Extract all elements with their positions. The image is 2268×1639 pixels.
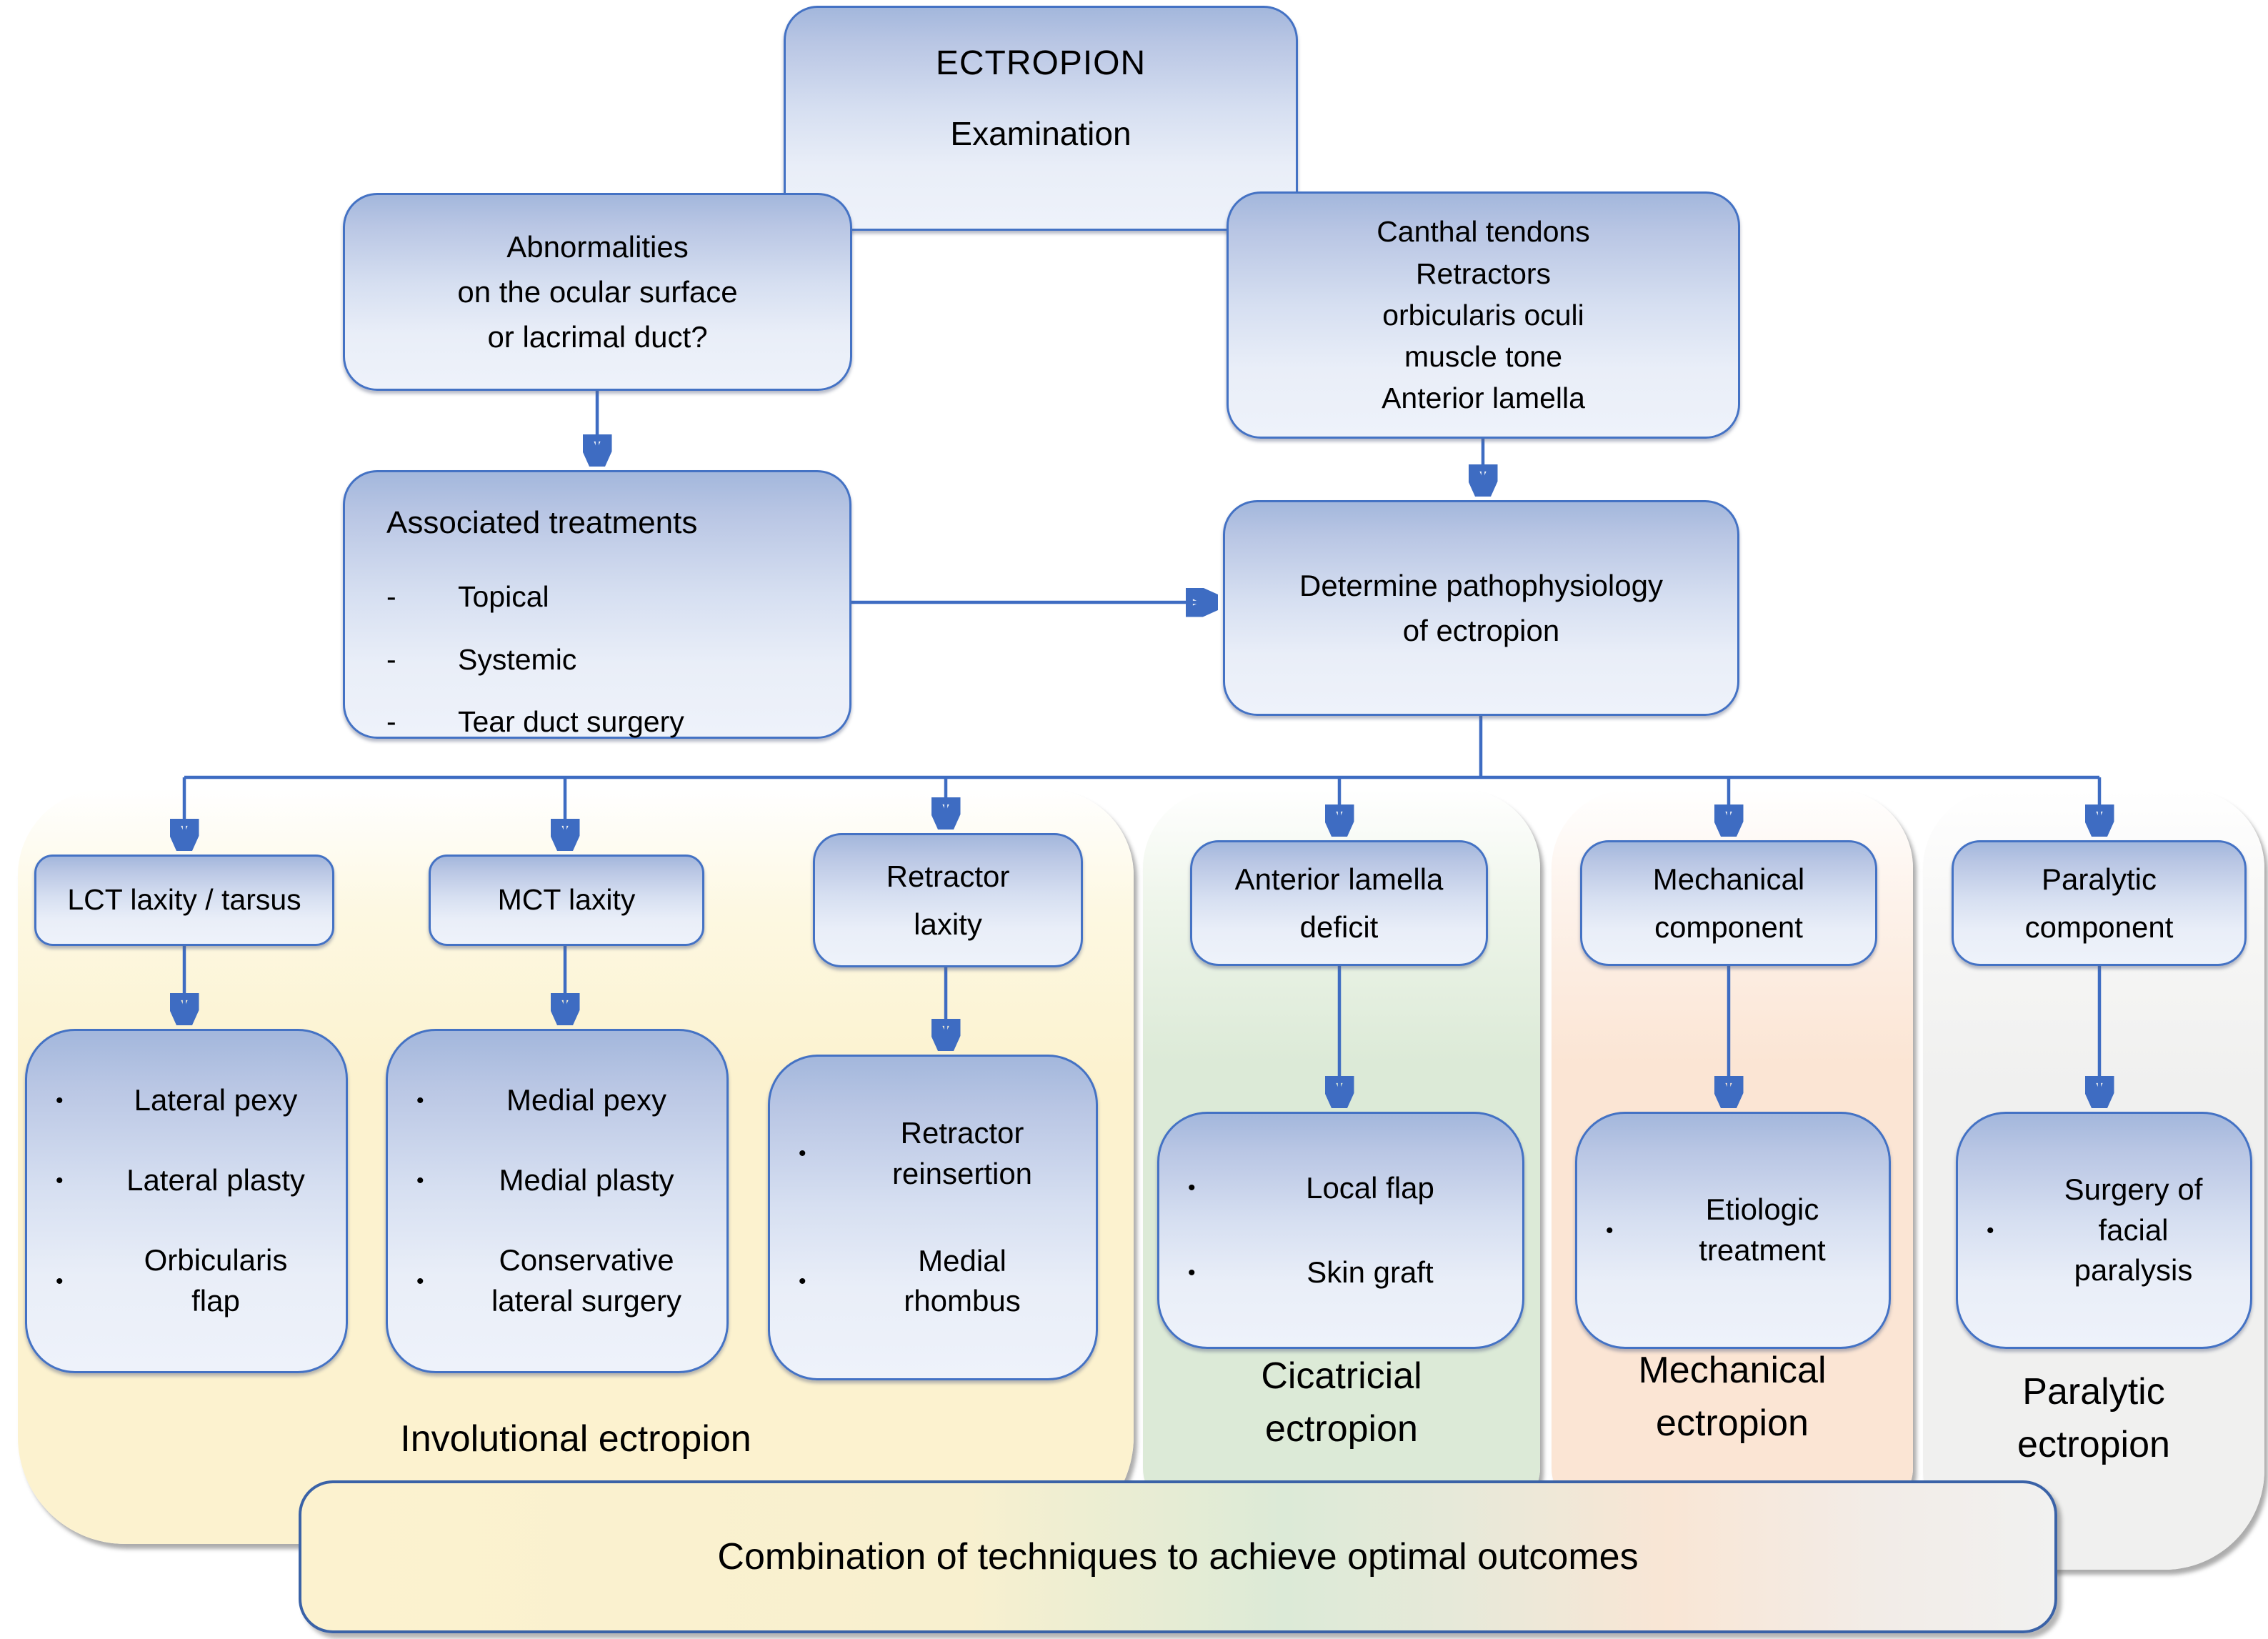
list-item: • Medial rhombus (789, 1241, 1077, 1322)
bullet-icon: • (56, 1089, 64, 1113)
node-ectropion-examination: ECTROPION Examination (784, 6, 1298, 231)
list-item-text: Retractor reinsertion (891, 1116, 1033, 1190)
list-item: • Lateral pexy (46, 1080, 327, 1121)
label-paralytic-ectropion: Paralytic ectropion (2017, 1371, 2170, 1465)
node-anterior-lamella-deficit: Anterior lamella deficit (1190, 840, 1488, 966)
list-item: • Local flap (1178, 1168, 1504, 1209)
node-associated-treatments: Associated treatments - Topical - Systemic… (343, 470, 851, 739)
list-item: • Surgery of facial paralysis (1977, 1170, 2232, 1291)
bullet-icon: • (56, 1269, 64, 1293)
list-item: • Retractor reinsertion (789, 1113, 1077, 1194)
list-item: • Conservative lateral surgery (406, 1240, 708, 1321)
node-lct-laxity: LCT laxity / tarsus (34, 855, 334, 946)
procedure-list: • Medial pexy • Medial plasty • Conservativ… (388, 1031, 726, 1371)
bullet-icon: • (1188, 1260, 1196, 1285)
bullet-icon: • (799, 1142, 806, 1166)
list-item-text: Lateral pexy (134, 1083, 298, 1117)
node-abnormalities: Abnormalities on the ocular surface or l… (343, 193, 852, 391)
associated-treatments-list: - Topical - Systemic - Tear duct surgery (386, 575, 835, 744)
footer-banner: Combination of techniques to achieve opt… (299, 1480, 2057, 1633)
list-item-text: Medial plasty (499, 1163, 674, 1197)
list-item: • Orbicularis flap (46, 1240, 327, 1321)
label-mechanical-ectropion: Mechanical ectropion (1638, 1350, 1827, 1444)
associated-treatments-title: Associated treatments (386, 505, 698, 540)
dash-icon: - (386, 642, 396, 676)
procedure-list: • Surgery of facial paralysis (1958, 1114, 2250, 1347)
bullet-icon: • (416, 1169, 424, 1193)
procedure-list: • Lateral pexy • Lateral plasty • Orbicular… (27, 1031, 346, 1371)
bullet-icon: • (416, 1269, 424, 1293)
dash-icon: - (386, 705, 396, 738)
list-item-text: Medial rhombus (904, 1243, 1021, 1318)
node-determine-pathophysiology: Determine pathophysiology of ectropion (1223, 500, 1739, 716)
node-retractor-procedures: • Retractor reinsertion • Medial rhombus (768, 1055, 1098, 1380)
ectropion-title: ECTROPION (935, 44, 1147, 82)
bullet-icon: • (1987, 1218, 1994, 1242)
node-mechanical-procedures: • Etiologic treatment (1575, 1112, 1891, 1349)
dash-icon: - (386, 580, 396, 613)
list-item-text: Conservative lateral surgery (491, 1243, 682, 1317)
node-paralytic-component: Paralytic component (1952, 840, 2247, 966)
list-item-text: Systemic (458, 642, 577, 676)
node-canthal-tendons: Canthal tendons Retractors orbicularis o… (1227, 191, 1740, 439)
procedure-list: • Retractor reinsertion • Medial rhombus (770, 1057, 1096, 1378)
list-item: - Topical (386, 575, 835, 619)
list-item: - Tear duct surgery (386, 700, 835, 744)
list-item-text: Medial pexy (506, 1083, 667, 1117)
connector (184, 391, 2099, 1103)
list-item: • Etiologic treatment (1596, 1190, 1870, 1270)
list-item-text: Etiologic treatment (1699, 1192, 1826, 1267)
list-item: - Systemic (386, 638, 835, 682)
list-item-text: Tear duct surgery (458, 705, 684, 738)
bullet-icon: • (799, 1269, 806, 1293)
node-medial-procedures: • Medial pexy • Medial plasty • Conservativ… (386, 1029, 729, 1373)
node-cicatricial-procedures: • Local flap • Skin graft (1157, 1112, 1524, 1349)
node-paralytic-procedures: • Surgery of facial paralysis (1956, 1112, 2252, 1349)
node-mct-laxity: MCT laxity (429, 855, 704, 946)
list-item: • Skin graft (1178, 1252, 1504, 1293)
bullet-icon: • (56, 1169, 64, 1193)
list-item-text: Surgery of facial paralysis (2064, 1172, 2203, 1287)
label-cicatricial-ectropion: Cicatricial ectropion (1261, 1355, 1422, 1450)
footer-banner-text: Combination of techniques to achieve opt… (717, 1536, 1639, 1578)
node-retractor-laxity: Retractor laxity (813, 833, 1083, 967)
list-item-text: Orbicularis flap (144, 1243, 288, 1317)
procedure-list: • Etiologic treatment (1577, 1114, 1889, 1347)
list-item-text: Lateral plasty (126, 1163, 305, 1197)
list-item: • Medial plasty (406, 1160, 708, 1201)
procedure-list: • Local flap • Skin graft (1159, 1114, 1522, 1347)
label-involutional-ectropion: Involutional ectropion (400, 1418, 751, 1460)
list-item-text: Topical (458, 580, 549, 613)
node-lateral-procedures: • Lateral pexy • Lateral plasty • Orbicular… (25, 1029, 348, 1373)
list-item: • Medial pexy (406, 1080, 708, 1121)
bullet-icon: • (1188, 1176, 1196, 1200)
list-item-text: Local flap (1306, 1170, 1434, 1205)
examination-subtitle: Examination (950, 115, 1131, 152)
list-item-text: Skin graft (1307, 1255, 1434, 1289)
bullet-icon: • (416, 1089, 424, 1113)
node-mechanical-component: Mechanical component (1580, 840, 1877, 966)
bullet-icon: • (1606, 1218, 1614, 1242)
list-item: • Lateral plasty (46, 1160, 327, 1201)
